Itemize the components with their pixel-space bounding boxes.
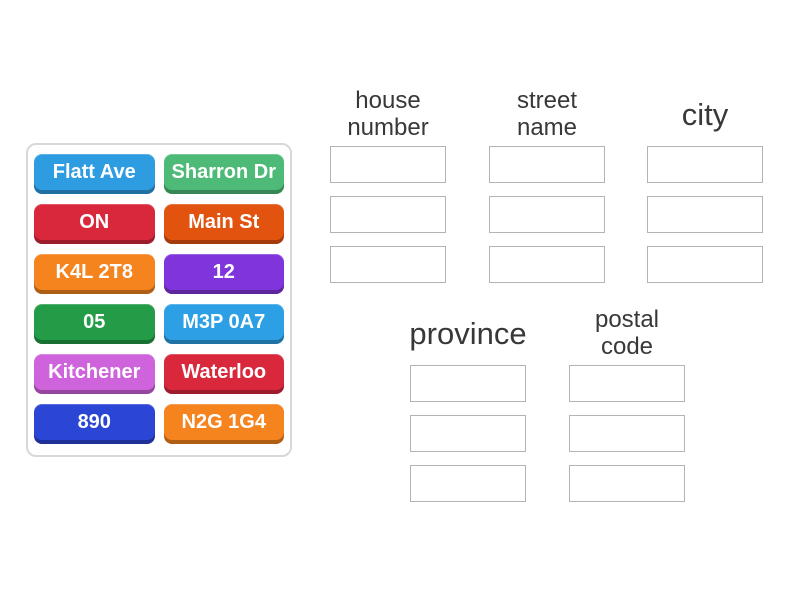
group-postal-code-header: postal code (594, 306, 660, 360)
tile-waterloo[interactable]: Waterloo (163, 354, 284, 394)
group-house-number: house number (330, 84, 446, 283)
tile-main-st[interactable]: Main St (163, 204, 284, 244)
tile-sharron-dr[interactable]: Sharron Dr (163, 154, 284, 194)
tile-12[interactable]: 12 (163, 254, 284, 294)
group-house-number-header: house number (347, 87, 429, 141)
group-city-slots (647, 146, 763, 283)
tile-890[interactable]: 890 (34, 404, 155, 444)
drop-slot[interactable] (330, 196, 446, 233)
group-postal-code-slots (569, 365, 685, 502)
tile-on[interactable]: ON (34, 204, 155, 244)
drop-slot[interactable] (330, 146, 446, 183)
group-province-header: province (409, 315, 527, 351)
group-city: city (647, 84, 763, 283)
tile-m3p-0a7[interactable]: M3P 0A7 (163, 304, 284, 344)
drop-slot[interactable] (489, 146, 605, 183)
group-province: province (409, 303, 527, 502)
tile-k4l-2t8[interactable]: K4L 2T8 (34, 254, 155, 294)
tile-05[interactable]: 05 (34, 304, 155, 344)
drop-slot[interactable] (410, 415, 526, 452)
group-postal-code: postal code (569, 303, 685, 502)
drop-slot[interactable] (647, 196, 763, 233)
tile-n2g-1g4[interactable]: N2G 1G4 (163, 404, 284, 444)
drop-slot[interactable] (410, 465, 526, 502)
drop-slot[interactable] (647, 246, 763, 283)
group-province-slots (410, 365, 526, 502)
drop-slot[interactable] (489, 196, 605, 233)
drop-slot[interactable] (647, 146, 763, 183)
drop-slot[interactable] (569, 365, 685, 402)
drop-slot[interactable] (410, 365, 526, 402)
group-street-name-slots (489, 146, 605, 283)
tile-kitchener[interactable]: Kitchener (34, 354, 155, 394)
drop-slot[interactable] (569, 415, 685, 452)
drop-slot[interactable] (489, 246, 605, 283)
group-city-header: city (681, 96, 729, 132)
group-street-name-header: street name (516, 87, 578, 141)
tile-board: Flatt Ave Sharron Dr ON Main St K4L 2T8 … (26, 143, 292, 457)
tile-flatt-ave[interactable]: Flatt Ave (34, 154, 155, 194)
drop-slot[interactable] (569, 465, 685, 502)
group-street-name: street name (489, 84, 605, 283)
group-house-number-slots (330, 146, 446, 283)
drop-slot[interactable] (330, 246, 446, 283)
